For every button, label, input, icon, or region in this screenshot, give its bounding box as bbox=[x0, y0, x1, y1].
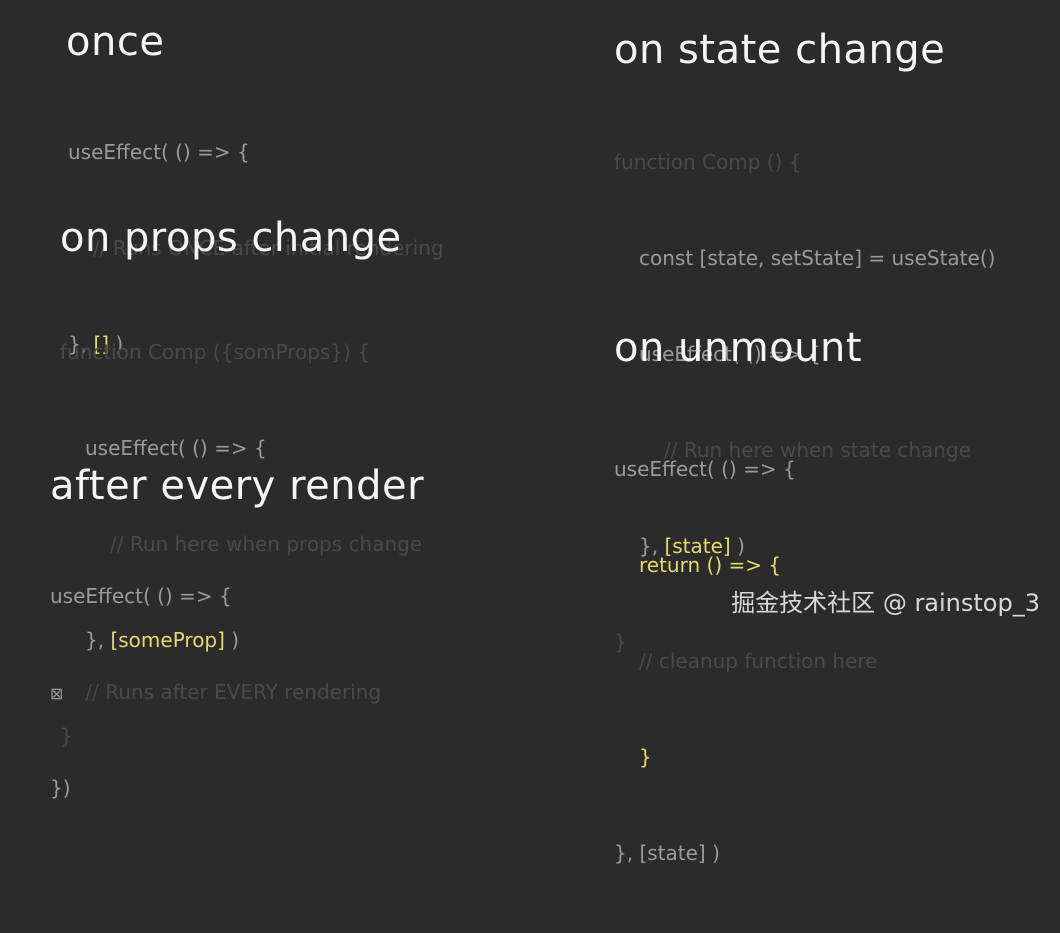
code-line: function Comp () { bbox=[614, 150, 802, 174]
code-line: }, [state] ) bbox=[614, 841, 720, 865]
section-once: once useEffect( () => { // Runs ONCE aft… bbox=[66, 18, 444, 424]
code-line: useEffect( () => { bbox=[50, 584, 232, 608]
code-block-once: useEffect( () => { // Runs ONCE after in… bbox=[68, 72, 444, 424]
code-comment: // Run here when props change bbox=[110, 532, 423, 556]
code-line: } bbox=[639, 745, 652, 769]
heading-unmount: on unmount bbox=[614, 325, 863, 371]
code-comment: // Runs after EVERY rendering bbox=[85, 680, 382, 704]
section-state-change: on state change function Comp () { const… bbox=[614, 26, 995, 722]
code-block-every-render: useEffect( () => { ⊠ // Runs after EVERY … bbox=[50, 516, 424, 868]
code-line: const [state, setState] = useState() bbox=[639, 246, 996, 270]
code-text: ) bbox=[730, 534, 745, 558]
heading-every-render: after every render bbox=[50, 463, 425, 509]
code-comment: // cleanup function here bbox=[639, 649, 878, 673]
code-line: useEffect( () => { bbox=[614, 457, 796, 481]
code-line: }, [state] ) bbox=[614, 530, 995, 562]
heading-once: once bbox=[66, 19, 165, 65]
code-comment: // Run here when state change bbox=[664, 438, 971, 462]
code-line: }) bbox=[50, 776, 71, 800]
code-line: useEffect( () => { bbox=[639, 342, 821, 366]
code-text: }, bbox=[68, 332, 94, 356]
code-line: function Comp ({somProps}) { bbox=[60, 340, 370, 364]
dependency-array: [] bbox=[93, 332, 110, 356]
code-block-state-change: function Comp () { const [state, setStat… bbox=[614, 82, 995, 722]
watermark: 掘金技术社区 @ rainstop_3 bbox=[731, 589, 1040, 617]
section-unmount: on unmount useEffect( () => { return () … bbox=[614, 324, 877, 933]
code-block-unmount: useEffect( () => { return () => { // cle… bbox=[614, 389, 877, 933]
code-line-return: return () => { bbox=[639, 553, 782, 577]
dependency-array: [state] bbox=[664, 534, 731, 558]
code-line: useEffect( () => { bbox=[85, 436, 267, 460]
code-line: ⊠ // Runs after EVERY rendering bbox=[50, 676, 424, 708]
missing-glyph-icon: ⊠ bbox=[50, 684, 64, 703]
code-text: }, bbox=[639, 534, 665, 558]
heading-state-change: on state change bbox=[614, 27, 946, 73]
section-every-render: after every render useEffect( () => { ⊠ /… bbox=[50, 462, 424, 868]
code-line: }, [] ) bbox=[68, 328, 444, 360]
code-text: ) bbox=[109, 332, 124, 356]
code-line: useEffect( () => { bbox=[68, 140, 250, 164]
heading-props-change: on props change bbox=[60, 215, 402, 261]
code-comment: // Runs ONCE after initial rendering bbox=[93, 236, 444, 260]
